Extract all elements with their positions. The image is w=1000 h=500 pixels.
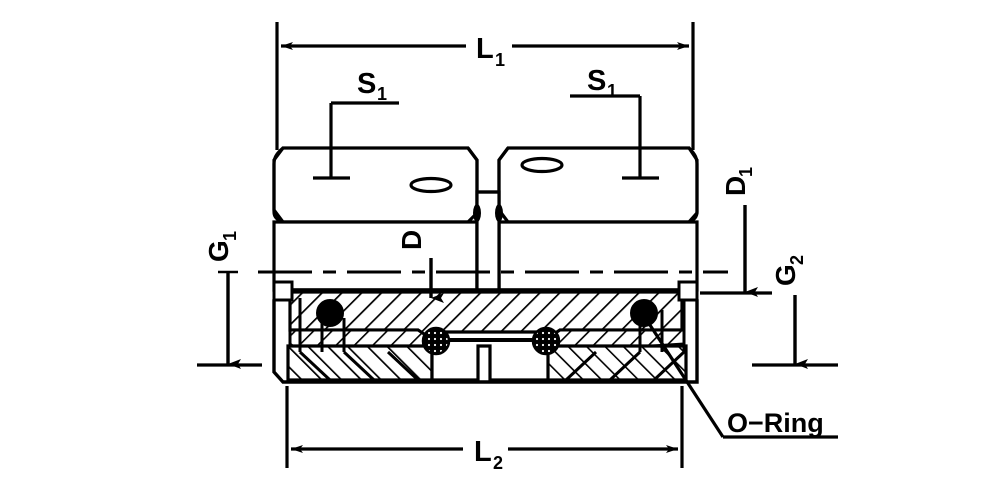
label-G1-sub: 1 [220, 231, 240, 241]
dimension-L2-group [285, 386, 684, 468]
label-S1-right: S 1 [587, 65, 617, 101]
step-detail-right-taper2 [608, 350, 642, 382]
label-G1: G 1 [203, 231, 240, 262]
label-G2-base: G [770, 264, 801, 286]
end-pocket-left [272, 280, 294, 302]
label-L1-base: L [476, 33, 494, 65]
step-detail-left-taper [298, 350, 332, 382]
label-S1-left-sub: 1 [377, 84, 387, 104]
label-L1: L 1 [476, 33, 505, 70]
dimension-S1-left-group [313, 101, 399, 180]
step-detail-left-taper2 [342, 350, 376, 382]
hex-body-outline-group [272, 146, 699, 292]
hex-flat-ellipse-left [409, 176, 453, 194]
section-cutaway-group [272, 280, 699, 384]
neck-seam-left-mark [473, 204, 481, 222]
hex-left-chamfer-edge [272, 146, 285, 224]
neck-seam-right-mark [495, 204, 503, 222]
step-detail-right-taper [652, 350, 686, 382]
o-ring-seal-outer-left [316, 299, 344, 327]
label-o-ring: O−Ring [727, 408, 824, 438]
label-G1-base: G [203, 240, 234, 262]
step-detail-left-taper3 [386, 350, 420, 382]
hex-body-left-lower-band [272, 220, 479, 292]
label-S1-right-base: S [587, 65, 606, 97]
label-D1-sub: 1 [736, 167, 756, 177]
label-D: D [396, 230, 427, 250]
label-G2-sub: 2 [787, 255, 807, 265]
label-L2-sub: 2 [493, 453, 503, 473]
label-G2: G 2 [770, 255, 807, 286]
step-detail-right-taper3 [564, 350, 598, 382]
label-S1-left: S 1 [357, 68, 387, 104]
oring-callout-leader [646, 321, 725, 438]
dimension-D1-group [700, 205, 772, 297]
label-L2: L 2 [474, 436, 503, 473]
dimension-L1-group [275, 22, 695, 150]
label-S1-left-base: S [357, 68, 376, 100]
label-L2-base: L [474, 436, 492, 468]
end-pocket-right [677, 280, 699, 302]
hex-body-right-lower-band [497, 220, 699, 292]
o-ring-seal-outer-right [630, 299, 658, 327]
label-L1-sub: 1 [495, 50, 505, 70]
hex-right-chamfer-edge [687, 146, 699, 224]
oring-group [316, 299, 658, 356]
o-ring-seal-inner-right [531, 326, 561, 356]
dimension-S1-right-group [570, 94, 659, 180]
o-ring-seal-inner-left [421, 326, 451, 356]
label-S1-right-sub: 1 [607, 81, 617, 101]
dimension-G2-group [752, 295, 838, 369]
hex-flat-ellipse-right [520, 156, 564, 174]
center-groove [475, 190, 501, 292]
dimension-G1-group [197, 270, 262, 369]
label-D1: D 1 [720, 167, 756, 196]
label-D1-base: D [720, 176, 751, 196]
oring-callout-group [646, 321, 838, 439]
